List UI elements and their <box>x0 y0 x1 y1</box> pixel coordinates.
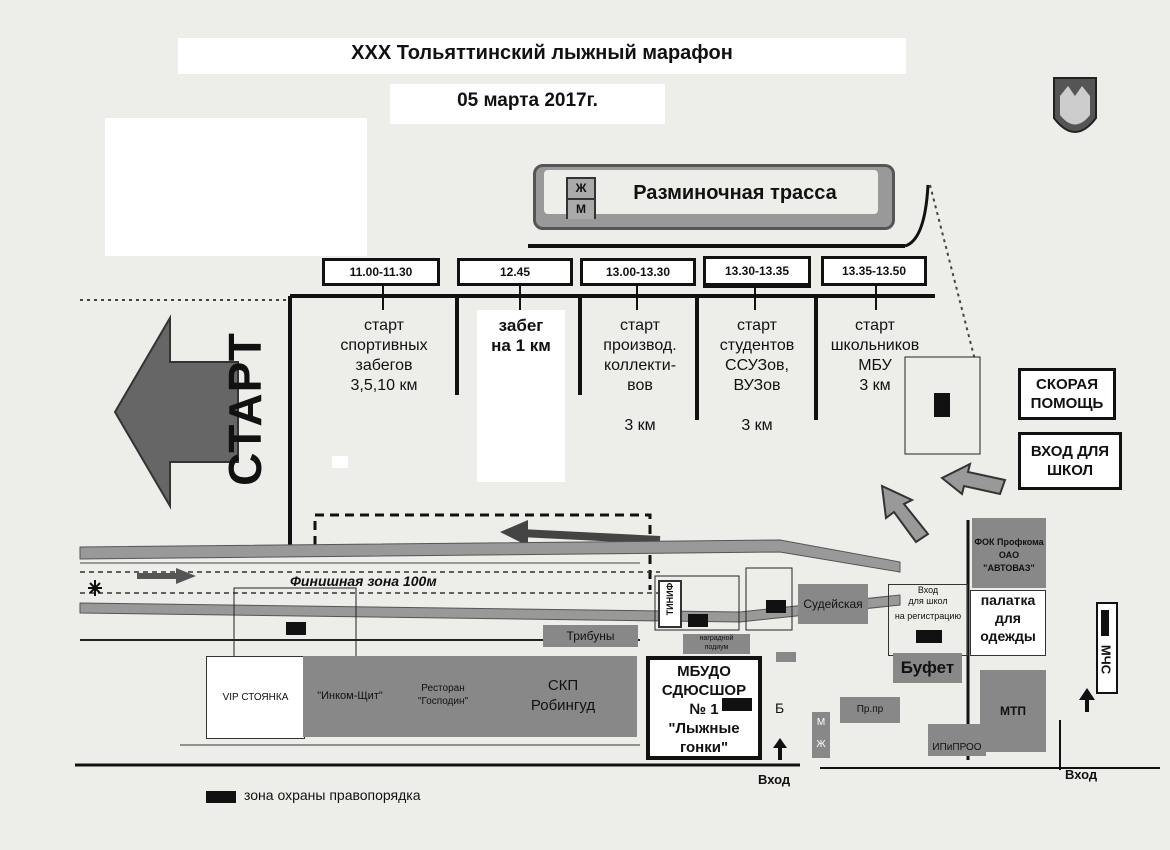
guard-zone-marker <box>688 614 708 627</box>
school-arrow-1 <box>940 462 1007 496</box>
track-arrow-head <box>176 568 196 584</box>
legend-guard-swatch <box>206 791 236 803</box>
dashed-route <box>313 513 652 590</box>
fok-building: ФОК Профкома ОАО "АВТОВАЗ" <box>972 518 1046 588</box>
mtp-building: МТП <box>980 670 1046 752</box>
clothes-tent: палатка для одежды <box>970 590 1046 656</box>
entrance-label-1: Вход <box>758 772 791 787</box>
entrance-arrow-head <box>773 738 787 748</box>
warmup-track-label: Разминочная трасса <box>633 182 837 204</box>
tinif-building: ТИНИФ <box>658 580 682 628</box>
warmup-track-inner <box>544 170 878 214</box>
registration-label: на регистрацию <box>894 611 962 621</box>
guard-zone-marker <box>916 630 942 643</box>
restaurant-building: Ресторан "Господин" <box>397 656 489 737</box>
buffet: Буфет <box>893 653 962 683</box>
lane-text-students: старт студентов ССУЗов, ВУЗов 3 км <box>719 317 795 434</box>
lane-text-schools: старт школьников МБУ 3 км <box>830 317 920 394</box>
wc-male-label: М <box>568 200 594 219</box>
guard-zone-marker <box>934 393 950 417</box>
date-background <box>390 84 665 124</box>
small-block <box>776 652 796 662</box>
time-box: 13.30-13.35 <box>703 256 811 288</box>
start-arrow <box>113 314 239 510</box>
dotted-line-right <box>929 184 976 361</box>
return-arrow-head <box>500 520 528 546</box>
return-arrow-shaft <box>519 529 661 544</box>
event-date: 05 марта 2017г. <box>457 90 598 111</box>
guard-zone-marker <box>286 622 306 635</box>
ipipro-building: ИПиПРОО <box>928 724 986 756</box>
tinif-label: ТИНИФ <box>665 582 675 616</box>
lane-text-1km: забег на 1 км <box>491 316 551 355</box>
school-entrance-box: ВХОД ДЛЯ ШКОЛ <box>1018 432 1122 490</box>
guard-zone-marker <box>722 698 752 711</box>
blank-patch <box>105 118 367 256</box>
mchs-label: МЧС <box>1098 644 1114 675</box>
prpr-building: Пр.пр <box>840 697 900 723</box>
start-label-wrapper: СТАРТ <box>210 320 280 500</box>
title-background <box>178 38 906 74</box>
time-box: 11.00-11.30 <box>322 258 440 286</box>
guard-zone-marker <box>766 600 786 613</box>
security-zone-outline <box>904 356 981 455</box>
page-title: XXX Тольяттинский лыжный марафон <box>351 42 733 64</box>
guard-zone-marker <box>1101 610 1109 636</box>
judges-building: Судейская <box>798 584 868 624</box>
legend-guard-label: зона охраны правопорядка <box>244 787 421 803</box>
school-building: МБУДО СДЮСШОР № 1 "Лыжные гонки" <box>646 656 762 760</box>
security-zone-outline <box>654 575 740 631</box>
time-box: 13.35-13.50 <box>821 256 927 286</box>
registration-area: Вход для школ на регистрацию <box>888 584 968 656</box>
school-arrow-2 <box>880 484 930 544</box>
inkom-building: "Инком-Щит" <box>303 656 397 737</box>
mchs-arrow-head <box>1079 688 1095 700</box>
time-box: 12.45 <box>457 258 573 286</box>
track-band-upper <box>79 539 901 573</box>
lane-white-patch <box>477 310 565 482</box>
vip-parking: VIP СТОЯНКА <box>206 656 305 739</box>
entrance-label-2: Вход <box>1065 767 1098 782</box>
wc-icon: Ж М <box>566 177 596 219</box>
ambulance-box: СКОРАЯ ПОМОЩЬ <box>1018 368 1116 420</box>
wc-female-label: Ж <box>568 179 594 200</box>
wc2-female-label: Ж <box>816 739 826 750</box>
school-entry-small-label: Вход для школ <box>908 585 948 606</box>
skp-building: СКП Робингуд <box>489 656 637 737</box>
finish-zone-label: Финишная зона 100м <box>290 573 437 589</box>
lane-text-sport: старт спортивных забегов 3,5,10 км <box>340 317 428 394</box>
cross-icon <box>88 580 102 596</box>
time-box: 13.00-13.30 <box>580 258 696 286</box>
lane-text-companies: старт производ. коллекти- вов 3 км <box>603 317 677 434</box>
white-dot <box>332 456 348 468</box>
security-zone-outline <box>745 567 793 631</box>
stands: Трибуны <box>543 625 638 647</box>
b-label: Б <box>775 700 785 716</box>
wc2-icon: М Ж <box>812 712 830 758</box>
wc2-male-label: М <box>816 717 826 728</box>
warmup-side-line <box>904 184 930 248</box>
award-podium: наградной подиум <box>683 634 750 654</box>
start-label: СТАРТ <box>219 332 271 486</box>
